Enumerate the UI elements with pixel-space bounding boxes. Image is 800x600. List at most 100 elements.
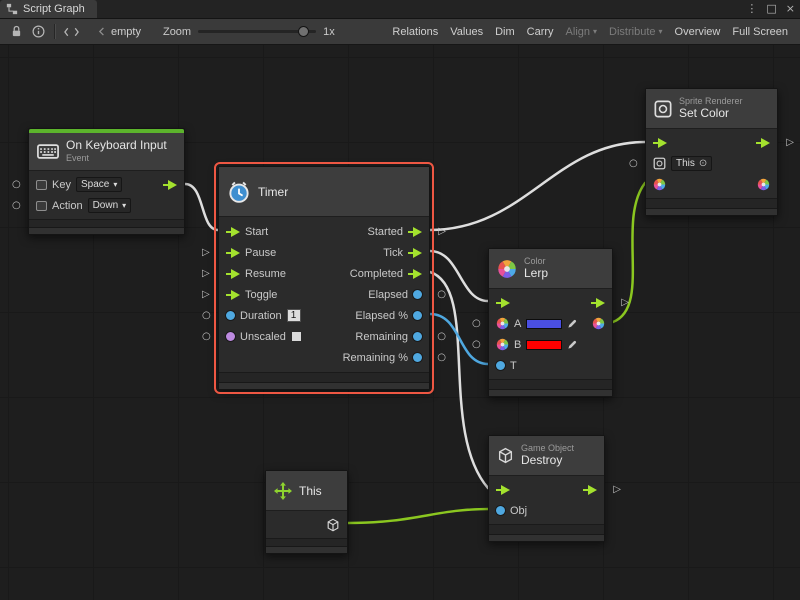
flow-in-port[interactable] <box>226 269 240 279</box>
color-in-port[interactable] <box>653 178 666 191</box>
node-title: Timer <box>258 185 288 199</box>
values-button[interactable]: Values <box>444 23 489 41</box>
close-icon[interactable]: × <box>786 2 795 16</box>
value-port-marker[interactable]: ○ <box>202 332 211 342</box>
node-footer <box>489 379 612 389</box>
action-dropdown[interactable]: Down▾ <box>88 198 132 213</box>
info-icon[interactable] <box>27 25 50 38</box>
flow-out-port[interactable] <box>408 227 422 237</box>
flow-in-port[interactable] <box>496 298 510 308</box>
maximize-icon[interactable]: □ <box>766 2 776 16</box>
zoom-slider[interactable] <box>198 30 316 33</box>
value-port-marker[interactable]: ○ <box>12 180 21 190</box>
flow-in-port[interactable] <box>226 290 240 300</box>
flow-in-port[interactable] <box>226 227 240 237</box>
chevron-left-icon <box>98 27 107 36</box>
value-port-marker[interactable]: ○ <box>202 311 211 321</box>
color-out-port[interactable] <box>592 317 605 330</box>
color-port-icon[interactable] <box>496 317 509 330</box>
flow-out-port[interactable] <box>408 269 422 279</box>
flow-port-marker[interactable]: ▷ <box>786 138 794 148</box>
flow-port-marker[interactable]: ▷ <box>613 485 621 495</box>
flow-in-port[interactable] <box>496 485 510 495</box>
port-row-target: ○ This ⊙ <box>646 153 777 174</box>
tab-script-graph[interactable]: Script Graph <box>0 0 97 18</box>
lock-icon[interactable] <box>6 25 27 38</box>
expand-icon[interactable] <box>59 27 84 37</box>
sprite-port-icon[interactable] <box>653 157 666 170</box>
node-timer[interactable]: Timer Start Started ▷ ▷ Pause Tick ▷ <box>218 166 430 390</box>
duration-field[interactable]: 1 <box>287 309 301 322</box>
value-in-port[interactable] <box>496 506 505 515</box>
node-subtitle: Event <box>66 153 167 163</box>
relations-button[interactable]: Relations <box>386 23 444 41</box>
value-out-port[interactable] <box>413 353 422 362</box>
node-color-lerp[interactable]: Color Lerp ▷ ○ A ○ <box>488 248 613 397</box>
value-out-port[interactable] <box>413 332 422 341</box>
node-this[interactable]: This <box>265 470 348 554</box>
value-in-port[interactable] <box>496 361 505 370</box>
value-port-marker[interactable]: ○ <box>437 290 446 300</box>
graph-canvas[interactable]: On Keyboard Input Event ○ Key Space▾ ○ A… <box>0 45 800 600</box>
overview-button[interactable]: Overview <box>669 23 727 41</box>
flow-port-marker[interactable]: ▷ <box>621 298 629 308</box>
chevron-down-icon: ▾ <box>593 27 597 36</box>
color-out-port[interactable] <box>757 178 770 191</box>
unscaled-checkbox[interactable] <box>291 331 302 342</box>
flow-out-port[interactable] <box>591 298 605 308</box>
flow-out-port[interactable] <box>756 138 770 148</box>
port-label: A <box>514 318 521 330</box>
flow-port-marker[interactable]: ▷ <box>202 269 210 279</box>
color-b-swatch[interactable] <box>526 340 562 350</box>
breadcrumb[interactable]: empty <box>98 26 141 38</box>
eyedropper-icon[interactable] <box>567 339 578 350</box>
flow-out-port[interactable] <box>408 248 422 258</box>
target-dropdown[interactable]: This ⊙ <box>671 156 712 171</box>
value-port-marker[interactable]: ○ <box>437 353 446 363</box>
flow-in-port[interactable] <box>226 248 240 258</box>
node-destroy[interactable]: Game Object Destroy ▷ Obj <box>488 435 605 542</box>
flow-port-marker[interactable]: ▷ <box>438 227 446 237</box>
value-port-marker[interactable]: ○ <box>437 332 446 342</box>
port-label: Unscaled <box>240 331 286 343</box>
port-label: Duration <box>240 310 282 322</box>
dim-button[interactable]: Dim <box>489 23 521 41</box>
node-title: Lerp <box>524 267 548 281</box>
node-footer <box>489 524 604 534</box>
key-value: Space <box>81 179 109 190</box>
key-dropdown[interactable]: Space▾ <box>76 177 122 192</box>
carry-button[interactable]: Carry <box>521 23 560 41</box>
value-port-marker[interactable]: ○ <box>472 340 481 350</box>
align-button[interactable]: Align▾ <box>560 23 603 41</box>
value-port-marker[interactable]: ○ <box>472 319 481 329</box>
value-port-marker[interactable]: ○ <box>629 159 638 169</box>
distribute-button[interactable]: Distribute▾ <box>603 23 668 41</box>
value-out-port[interactable] <box>413 290 422 299</box>
wire-completed-to-destroy <box>430 272 488 488</box>
window-menu-icon[interactable]: ⋮ <box>746 2 757 16</box>
wire-keyboard-to-timer-start <box>185 184 218 230</box>
flow-in-port[interactable] <box>653 138 667 148</box>
value-in-port[interactable] <box>226 332 235 341</box>
node-bottom-strip <box>489 534 604 541</box>
flow-port-marker[interactable]: ▷ <box>202 248 210 258</box>
value-port-marker[interactable]: ○ <box>12 201 21 211</box>
node-title: On Keyboard Input <box>66 139 167 153</box>
color-wheel-icon <box>497 259 517 279</box>
fullscreen-button[interactable]: Full Screen <box>726 23 794 41</box>
color-a-swatch[interactable] <box>526 319 562 329</box>
flow-out-port[interactable] <box>583 485 597 495</box>
node-set-color[interactable]: Sprite Renderer Set Color ▷ ○ This ⊙ <box>645 88 778 216</box>
node-bottom-strip <box>266 546 347 553</box>
zoom-slider-handle[interactable] <box>298 26 309 37</box>
gameobject-out-port[interactable] <box>326 518 340 532</box>
node-on-keyboard-input[interactable]: On Keyboard Input Event ○ Key Space▾ ○ A… <box>28 128 185 235</box>
zoom-value: 1x <box>323 26 335 38</box>
eyedropper-icon[interactable] <box>567 318 578 329</box>
value-in-port[interactable] <box>226 311 235 320</box>
port-row-b: ○ B <box>489 334 612 355</box>
flow-port-marker[interactable]: ▷ <box>202 290 210 300</box>
value-out-port[interactable] <box>413 311 422 320</box>
color-port-icon[interactable] <box>496 338 509 351</box>
flow-out-port[interactable] <box>163 180 177 190</box>
